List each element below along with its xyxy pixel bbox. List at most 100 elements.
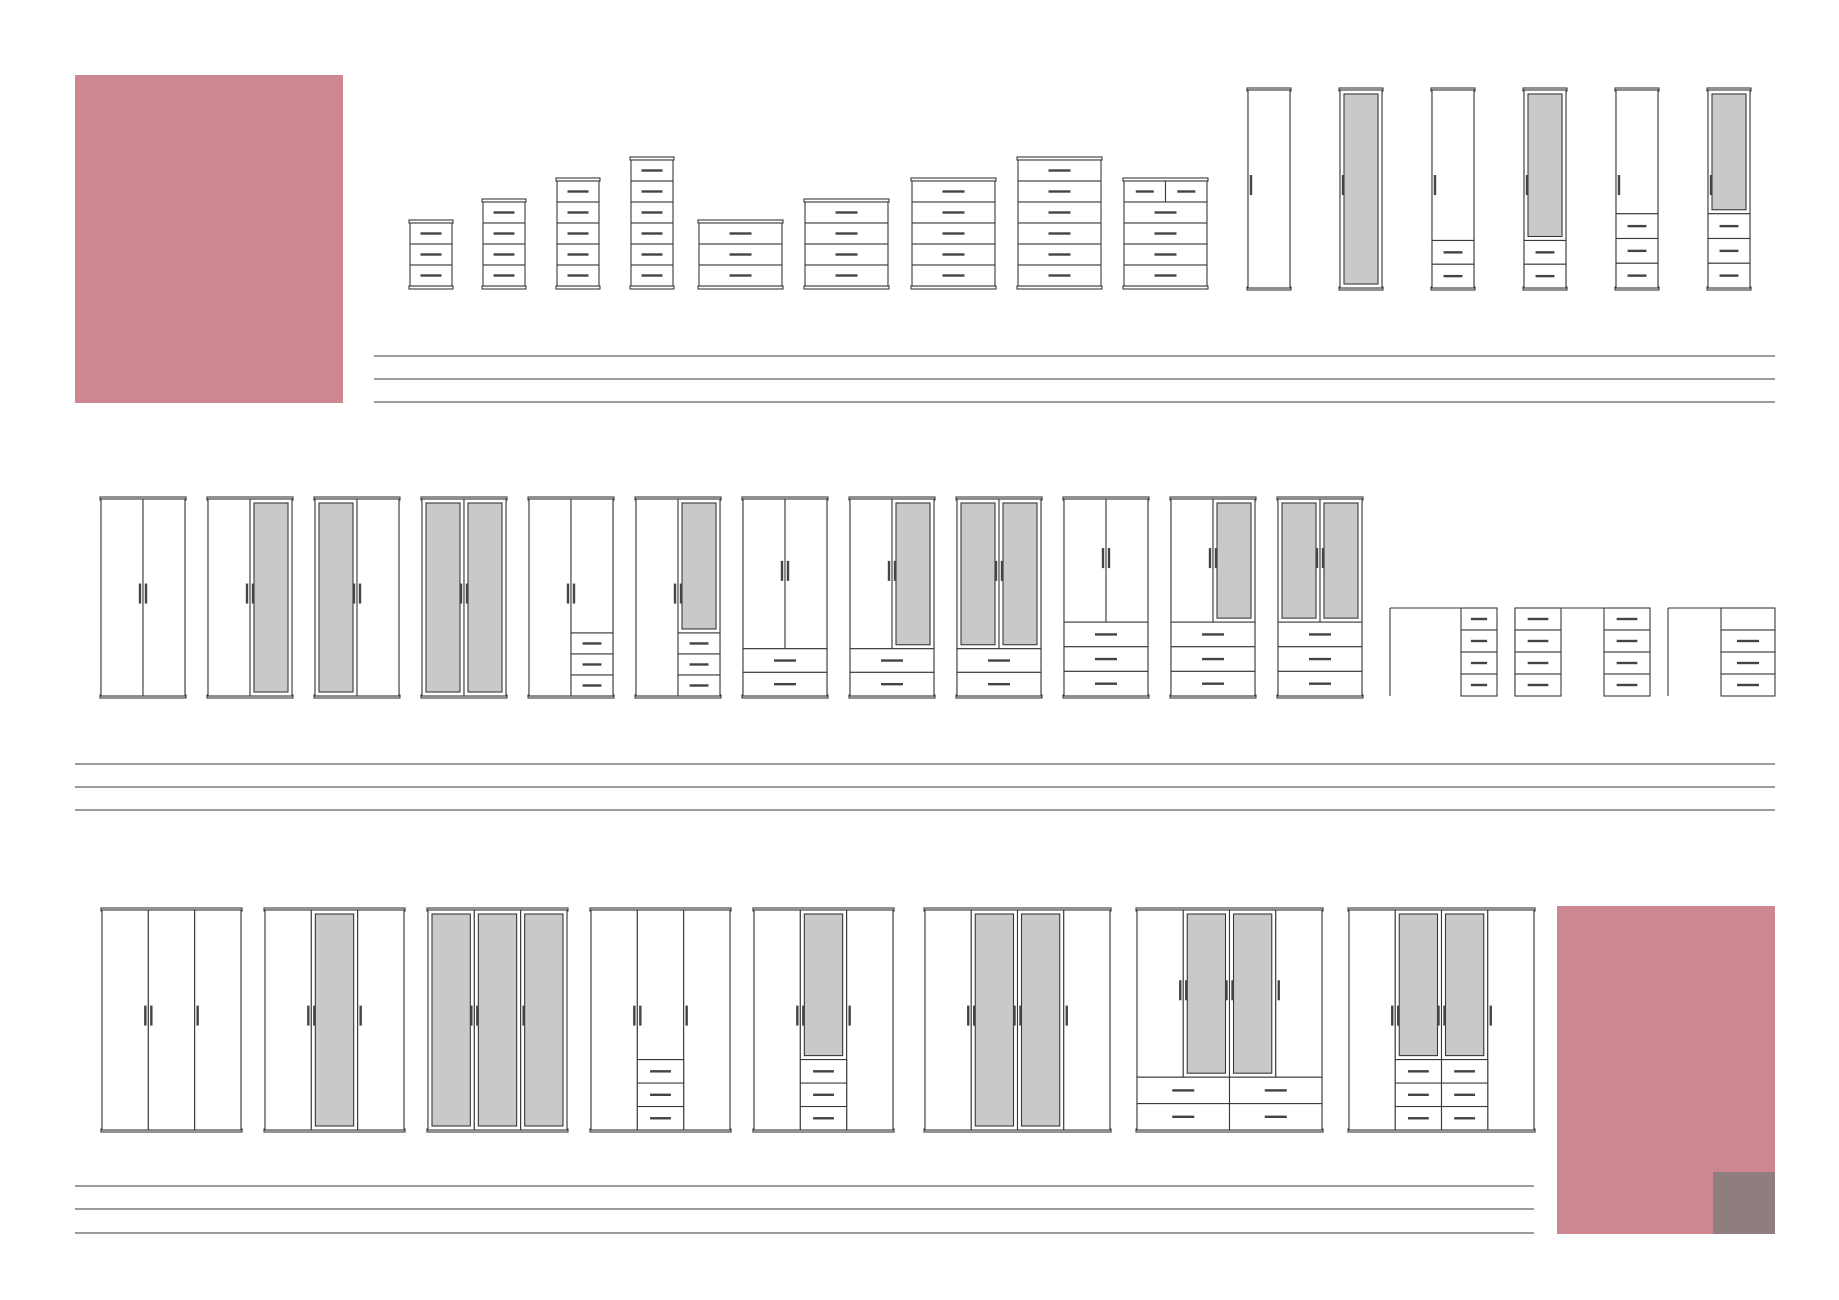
drawer-handle — [1470, 617, 1488, 621]
drawer-handle — [1154, 274, 1177, 277]
drawer-handle — [582, 663, 602, 666]
door-handle — [196, 1005, 199, 1026]
drawer-handle — [1737, 639, 1759, 643]
door-handle — [1065, 1005, 1068, 1026]
drawer-handle — [1172, 1115, 1195, 1118]
wardrobe-2-12 — [1276, 496, 1364, 699]
wardrobe-2-11 — [1169, 496, 1257, 699]
drawer-handle — [641, 190, 663, 193]
desk-3 — [1667, 607, 1776, 697]
drawer-handle — [567, 274, 589, 277]
wardrobe-2-5 — [527, 496, 615, 699]
door-handle — [685, 1005, 688, 1026]
wardrobe-2-2 — [206, 496, 294, 699]
wardrobe-2-9 — [955, 496, 1043, 699]
wardrobe-3-7 — [1135, 907, 1324, 1133]
chest-4 — [629, 156, 675, 290]
drawer-handle — [420, 274, 442, 277]
door-plain — [1275, 909, 1323, 1078]
drawer-handle — [1627, 224, 1647, 228]
door-plain — [742, 498, 786, 650]
wardrobe-3-3 — [426, 907, 569, 1133]
drawer-handle — [774, 682, 796, 686]
drawer-handle — [942, 274, 965, 277]
wardrobe-2-6 — [634, 496, 722, 699]
wardrobe-10 — [1246, 87, 1292, 291]
drawer-handle — [1048, 274, 1071, 277]
mirror-panel — [1216, 502, 1252, 619]
drawer-handle — [1135, 190, 1154, 193]
door-handle — [973, 1005, 976, 1026]
wardrobe-3-8 — [1347, 907, 1536, 1133]
drawer-handle — [1719, 274, 1739, 277]
drawer-handle — [835, 253, 858, 256]
door-handle — [994, 560, 998, 581]
door-plain — [100, 498, 144, 697]
drawer-handle — [420, 253, 442, 256]
drawer-handle — [1527, 617, 1549, 621]
drawer-handle — [942, 211, 965, 214]
drawer-handle — [1095, 657, 1117, 661]
drawer-handle — [1048, 190, 1071, 193]
drawer-handle — [835, 211, 858, 214]
drawer-handle — [881, 682, 903, 686]
door-handle — [358, 583, 362, 604]
drawer-handle — [641, 232, 663, 235]
door-handle — [1709, 175, 1713, 196]
door-plain — [142, 498, 186, 697]
drawer-handle — [835, 232, 858, 235]
drawer-handle — [641, 169, 663, 172]
drawer-handle — [1527, 639, 1549, 643]
mirror-panel — [1711, 93, 1747, 211]
drawer-handle — [567, 211, 589, 214]
drawer-handle — [1719, 249, 1739, 253]
drawer-handle — [689, 663, 709, 666]
chest-6 — [803, 198, 890, 290]
drawer-handle — [1048, 211, 1071, 214]
drawer-handle — [1264, 1115, 1287, 1118]
door-plain — [683, 909, 731, 1131]
drawer-handle — [1264, 1089, 1287, 1092]
mirror-panel — [425, 502, 461, 693]
drawer-handle — [493, 253, 515, 256]
drawer-handle — [493, 232, 515, 235]
mirror-panel — [803, 913, 844, 1057]
drawer-handle — [1048, 169, 1071, 172]
drawer-handle — [813, 1070, 834, 1073]
door-handle — [633, 1005, 636, 1026]
mirror-panel — [1002, 502, 1038, 646]
corner-square — [1713, 1172, 1775, 1234]
mirror-panel — [1398, 913, 1439, 1057]
chest-8 — [1016, 156, 1103, 290]
drawer-handle — [650, 1070, 671, 1073]
drawer-handle — [1627, 249, 1647, 253]
drawer-handle — [1095, 682, 1117, 685]
mirror-panel — [524, 913, 564, 1127]
drawer-handle — [1616, 639, 1638, 643]
drawer-handle — [1048, 253, 1071, 256]
door-handle — [848, 1005, 851, 1026]
drawer-handle — [641, 274, 663, 277]
mirror-panel — [681, 502, 717, 630]
wardrobe-12 — [1430, 87, 1476, 291]
door-handle — [679, 583, 683, 604]
wardrobe-2-3 — [313, 496, 401, 699]
door-plain — [570, 498, 614, 634]
door-plain — [1063, 909, 1111, 1131]
door-handle — [1277, 980, 1280, 1001]
drawer-handle — [1407, 1093, 1429, 1096]
mirror-panel — [895, 502, 931, 646]
drawer-handle — [689, 642, 709, 645]
drawer-handle — [1154, 232, 1177, 235]
mirror-panel — [1323, 502, 1359, 619]
drawer-handle — [988, 682, 1010, 686]
wardrobe-3-1 — [100, 907, 243, 1133]
drawer-handle — [1737, 661, 1759, 665]
door-plain — [101, 909, 149, 1131]
drawer-handle — [641, 211, 663, 214]
drawer-handle — [881, 659, 903, 662]
drawer-handle — [1407, 1070, 1429, 1073]
wardrobe-11 — [1338, 87, 1384, 291]
door-handle — [1391, 1005, 1394, 1026]
drawer-handle — [942, 232, 965, 235]
